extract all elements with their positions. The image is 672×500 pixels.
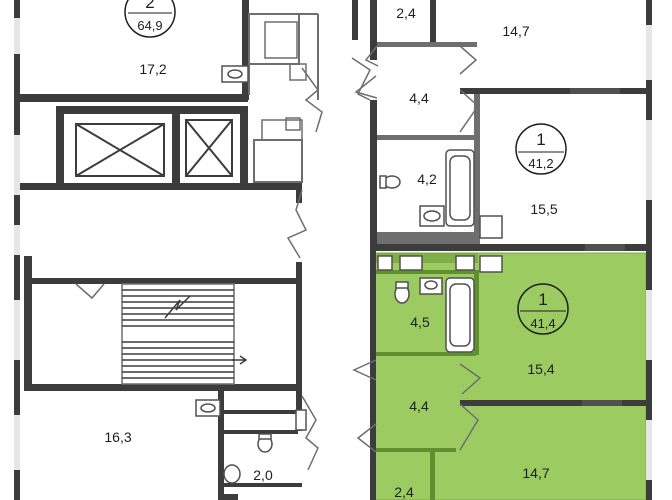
top-right-walls (377, 0, 646, 251)
highlighted-apartment[interactable] (373, 252, 647, 500)
outer-walls (14, 0, 652, 500)
room-area-label: 17,2 (139, 61, 166, 77)
room-area-label: 4,4 (409, 90, 429, 106)
doors (75, 45, 482, 471)
room-area-label: 15,4 (527, 361, 554, 377)
corridor-walls (352, 0, 646, 500)
room-area-label: 2,0 (253, 467, 273, 483)
elevator-left (75, 123, 165, 177)
total-area: 41,4 (530, 316, 555, 331)
room-area-label: 4,2 (417, 171, 437, 187)
apartment-badge-top-left: 2 64,9 (124, 0, 176, 38)
highlighted-walls (376, 253, 646, 500)
room-area-label: 16,3 (104, 429, 131, 445)
room-area-label: 15,5 (530, 201, 557, 217)
room-labels: 17,2 2,4 14,7 4,4 4,2 15,5 4,5 15,4 4,4 … (104, 5, 557, 500)
total-area: 64,9 (137, 18, 162, 33)
rooms-count: 2 (145, 0, 154, 12)
fixtures (195, 65, 503, 484)
left-walls (20, 0, 302, 500)
staircase (121, 283, 248, 385)
apartment-badge-highlighted: 1 41,4 (517, 283, 569, 335)
total-area: 41,2 (528, 156, 553, 171)
room-area-label: 2,4 (396, 5, 416, 21)
room-area-label: 14,7 (502, 23, 529, 39)
room-area-label: 4,4 (409, 398, 429, 414)
room-area-label: 14,7 (522, 465, 549, 481)
room-area-label: 4,5 (410, 314, 430, 330)
apartment-badge-top-right: 1 41,2 (515, 123, 567, 175)
rooms-count: 1 (536, 130, 545, 149)
top-left-partitions (248, 13, 319, 183)
rooms-count: 1 (538, 290, 547, 309)
room-area-label: 2,4 (394, 484, 414, 500)
elevator-right (185, 119, 233, 177)
